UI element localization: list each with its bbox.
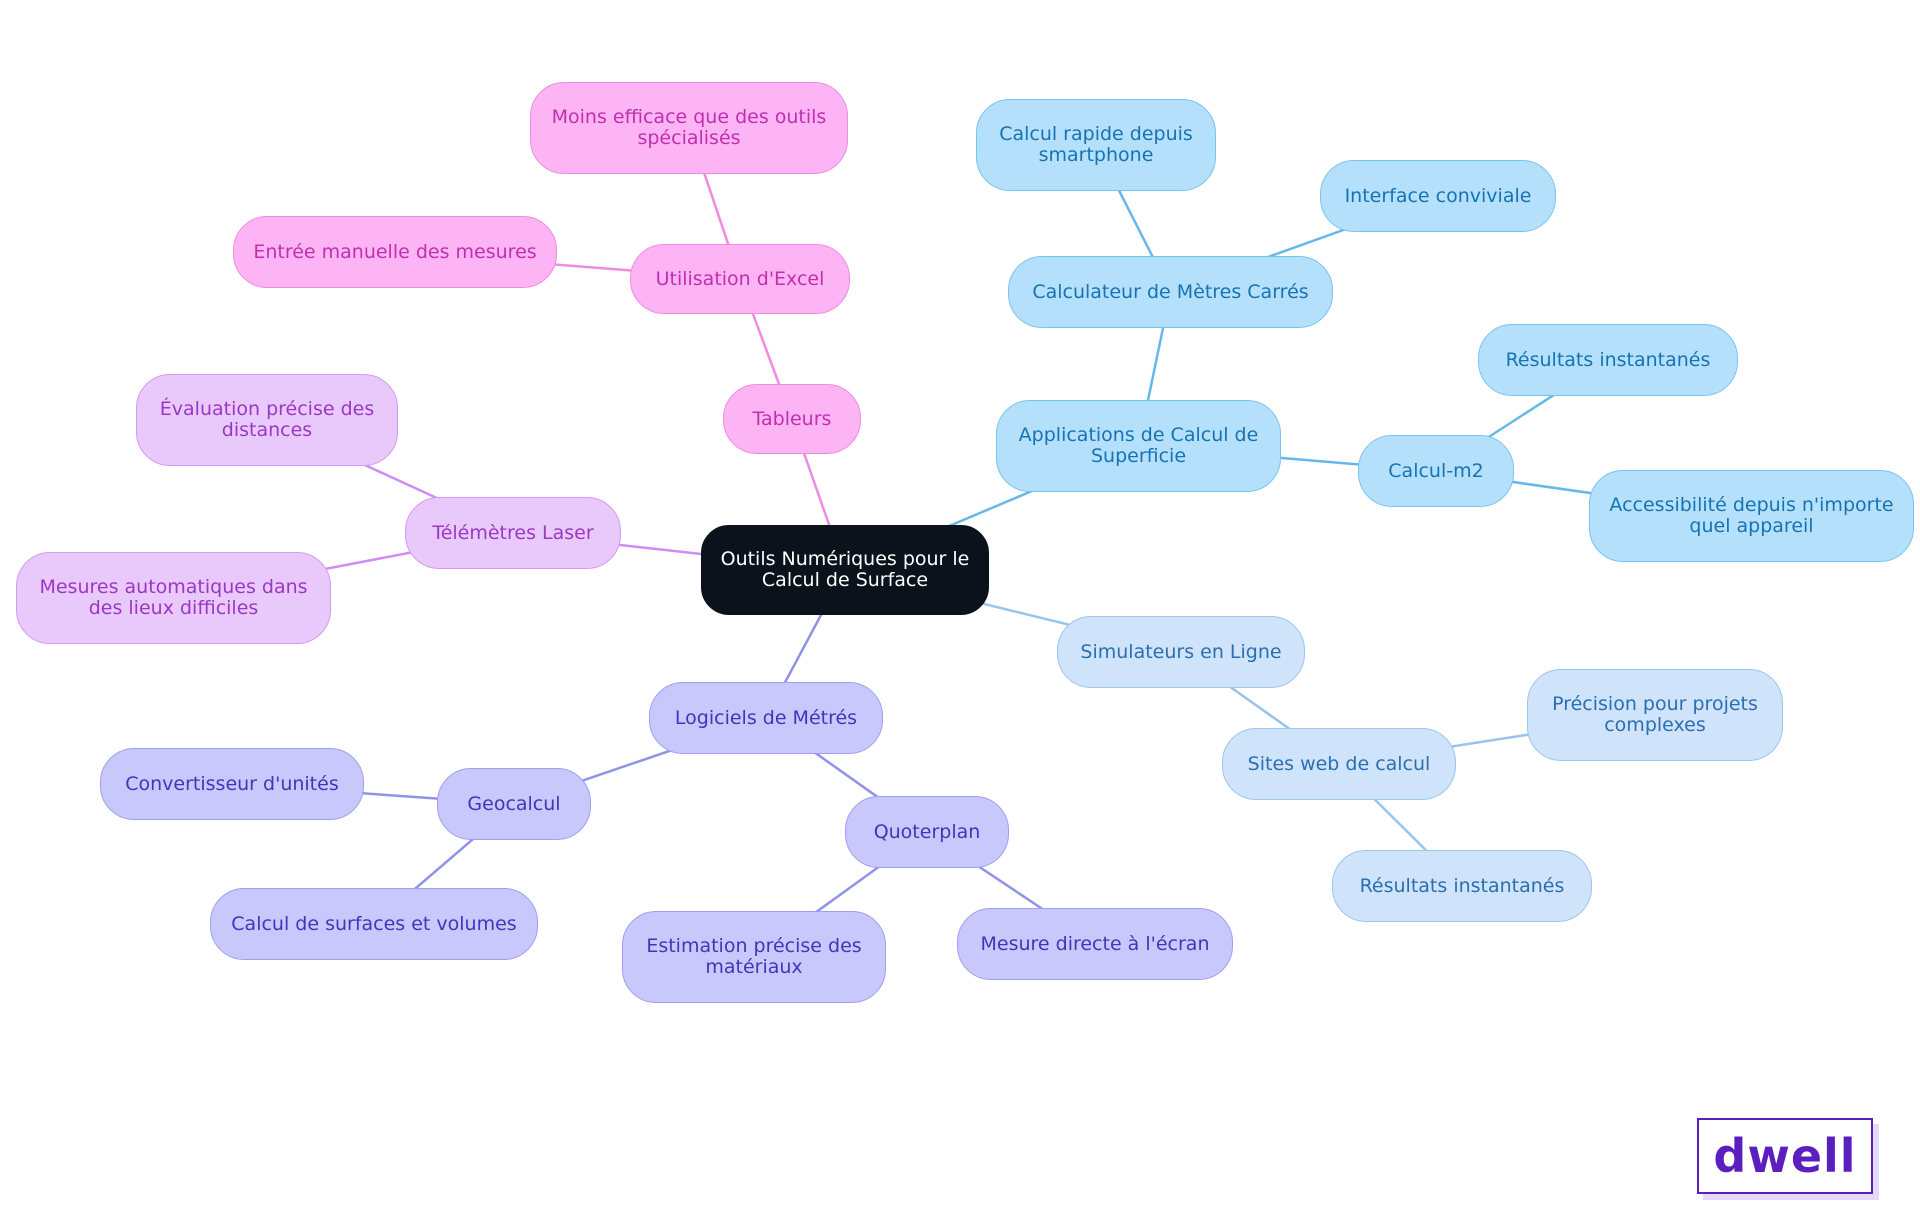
dwell-logo: dwell: [1697, 1118, 1873, 1194]
node-quoterplan: Quoterplan: [845, 796, 1009, 868]
node-convertisseur-unites: Convertisseur d'unités: [100, 748, 364, 820]
node-precision-projets: Précision pour projets complexes: [1527, 669, 1783, 761]
node-calcul-rapide: Calcul rapide depuis smartphone: [976, 99, 1216, 191]
node-applications-superficie-label: Applications de Calcul de Superficie: [1018, 424, 1259, 467]
node-quoterplan-label: Quoterplan: [873, 820, 981, 843]
node-accessibilite-label: Accessibilité depuis n'importe quel appa…: [1609, 494, 1894, 537]
node-evaluation-precise-label: Évaluation précise des distances: [159, 398, 375, 441]
node-mesures-automatiques-label: Mesures automatiques dans des lieux diff…: [39, 576, 308, 619]
node-entree-manuelle: Entrée manuelle des mesures: [233, 216, 557, 288]
node-estimation-materiaux-label: Estimation précise des matériaux: [646, 935, 862, 978]
node-resultats-instantanes-web: Résultats instantanés: [1332, 850, 1592, 922]
node-convertisseur-unites-label: Convertisseur d'unités: [125, 772, 339, 795]
node-mesure-directe-label: Mesure directe à l'écran: [980, 932, 1210, 955]
node-interface-conviviale: Interface conviviale: [1320, 160, 1556, 232]
root-node: Outils Numériques pour le Calcul de Surf…: [701, 525, 989, 615]
node-evaluation-precise: Évaluation précise des distances: [136, 374, 398, 466]
node-calcul-m2: Calcul-m2: [1358, 435, 1514, 507]
node-sites-web-calcul: Sites web de calcul: [1222, 728, 1456, 800]
node-simulateurs-en-ligne: Simulateurs en Ligne: [1057, 616, 1305, 688]
node-sites-web-calcul-label: Sites web de calcul: [1247, 752, 1431, 775]
node-telemetres-laser: Télémètres Laser: [405, 497, 621, 569]
node-utilisation-excel: Utilisation d'Excel: [630, 244, 850, 314]
node-calcul-surfaces-volumes-label: Calcul de surfaces et volumes: [231, 912, 517, 935]
node-calculateur-metres-carres-label: Calculateur de Mètres Carrés: [1032, 280, 1309, 303]
node-interface-conviviale-label: Interface conviviale: [1344, 184, 1532, 207]
node-applications-superficie: Applications de Calcul de Superficie: [996, 400, 1281, 492]
node-mesure-directe: Mesure directe à l'écran: [957, 908, 1233, 980]
node-tableurs: Tableurs: [723, 384, 861, 454]
root-node-label: Outils Numériques pour le Calcul de Surf…: [720, 548, 970, 591]
node-calcul-m2-label: Calcul-m2: [1388, 459, 1484, 482]
node-geocalcul-label: Geocalcul: [467, 792, 561, 815]
node-resultats-instantanes-app-label: Résultats instantanés: [1505, 348, 1711, 371]
node-telemetres-laser-label: Télémètres Laser: [432, 521, 594, 544]
node-logiciels-metres: Logiciels de Métrés: [649, 682, 883, 754]
node-precision-projets-label: Précision pour projets complexes: [1552, 693, 1758, 736]
node-moins-efficace-label: Moins efficace que des outils spécialisé…: [551, 106, 827, 149]
node-accessibilite: Accessibilité depuis n'importe quel appa…: [1589, 470, 1914, 562]
node-tableurs-label: Tableurs: [752, 407, 832, 430]
node-logiciels-metres-label: Logiciels de Métrés: [674, 706, 858, 729]
dwell-logo-text: dwell: [1713, 1129, 1857, 1183]
node-calcul-rapide-label: Calcul rapide depuis smartphone: [999, 123, 1193, 166]
node-calcul-surfaces-volumes: Calcul de surfaces et volumes: [210, 888, 538, 960]
node-resultats-instantanes-app: Résultats instantanés: [1478, 324, 1738, 396]
node-moins-efficace: Moins efficace que des outils spécialisé…: [530, 82, 848, 174]
node-simulateurs-en-ligne-label: Simulateurs en Ligne: [1080, 640, 1282, 663]
node-mesures-automatiques: Mesures automatiques dans des lieux diff…: [16, 552, 331, 644]
node-estimation-materiaux: Estimation précise des matériaux: [622, 911, 886, 1003]
node-geocalcul: Geocalcul: [437, 768, 591, 840]
node-entree-manuelle-label: Entrée manuelle des mesures: [253, 240, 537, 263]
node-resultats-instantanes-web-label: Résultats instantanés: [1359, 874, 1565, 897]
node-utilisation-excel-label: Utilisation d'Excel: [655, 267, 825, 290]
node-calculateur-metres-carres: Calculateur de Mètres Carrés: [1008, 256, 1333, 328]
